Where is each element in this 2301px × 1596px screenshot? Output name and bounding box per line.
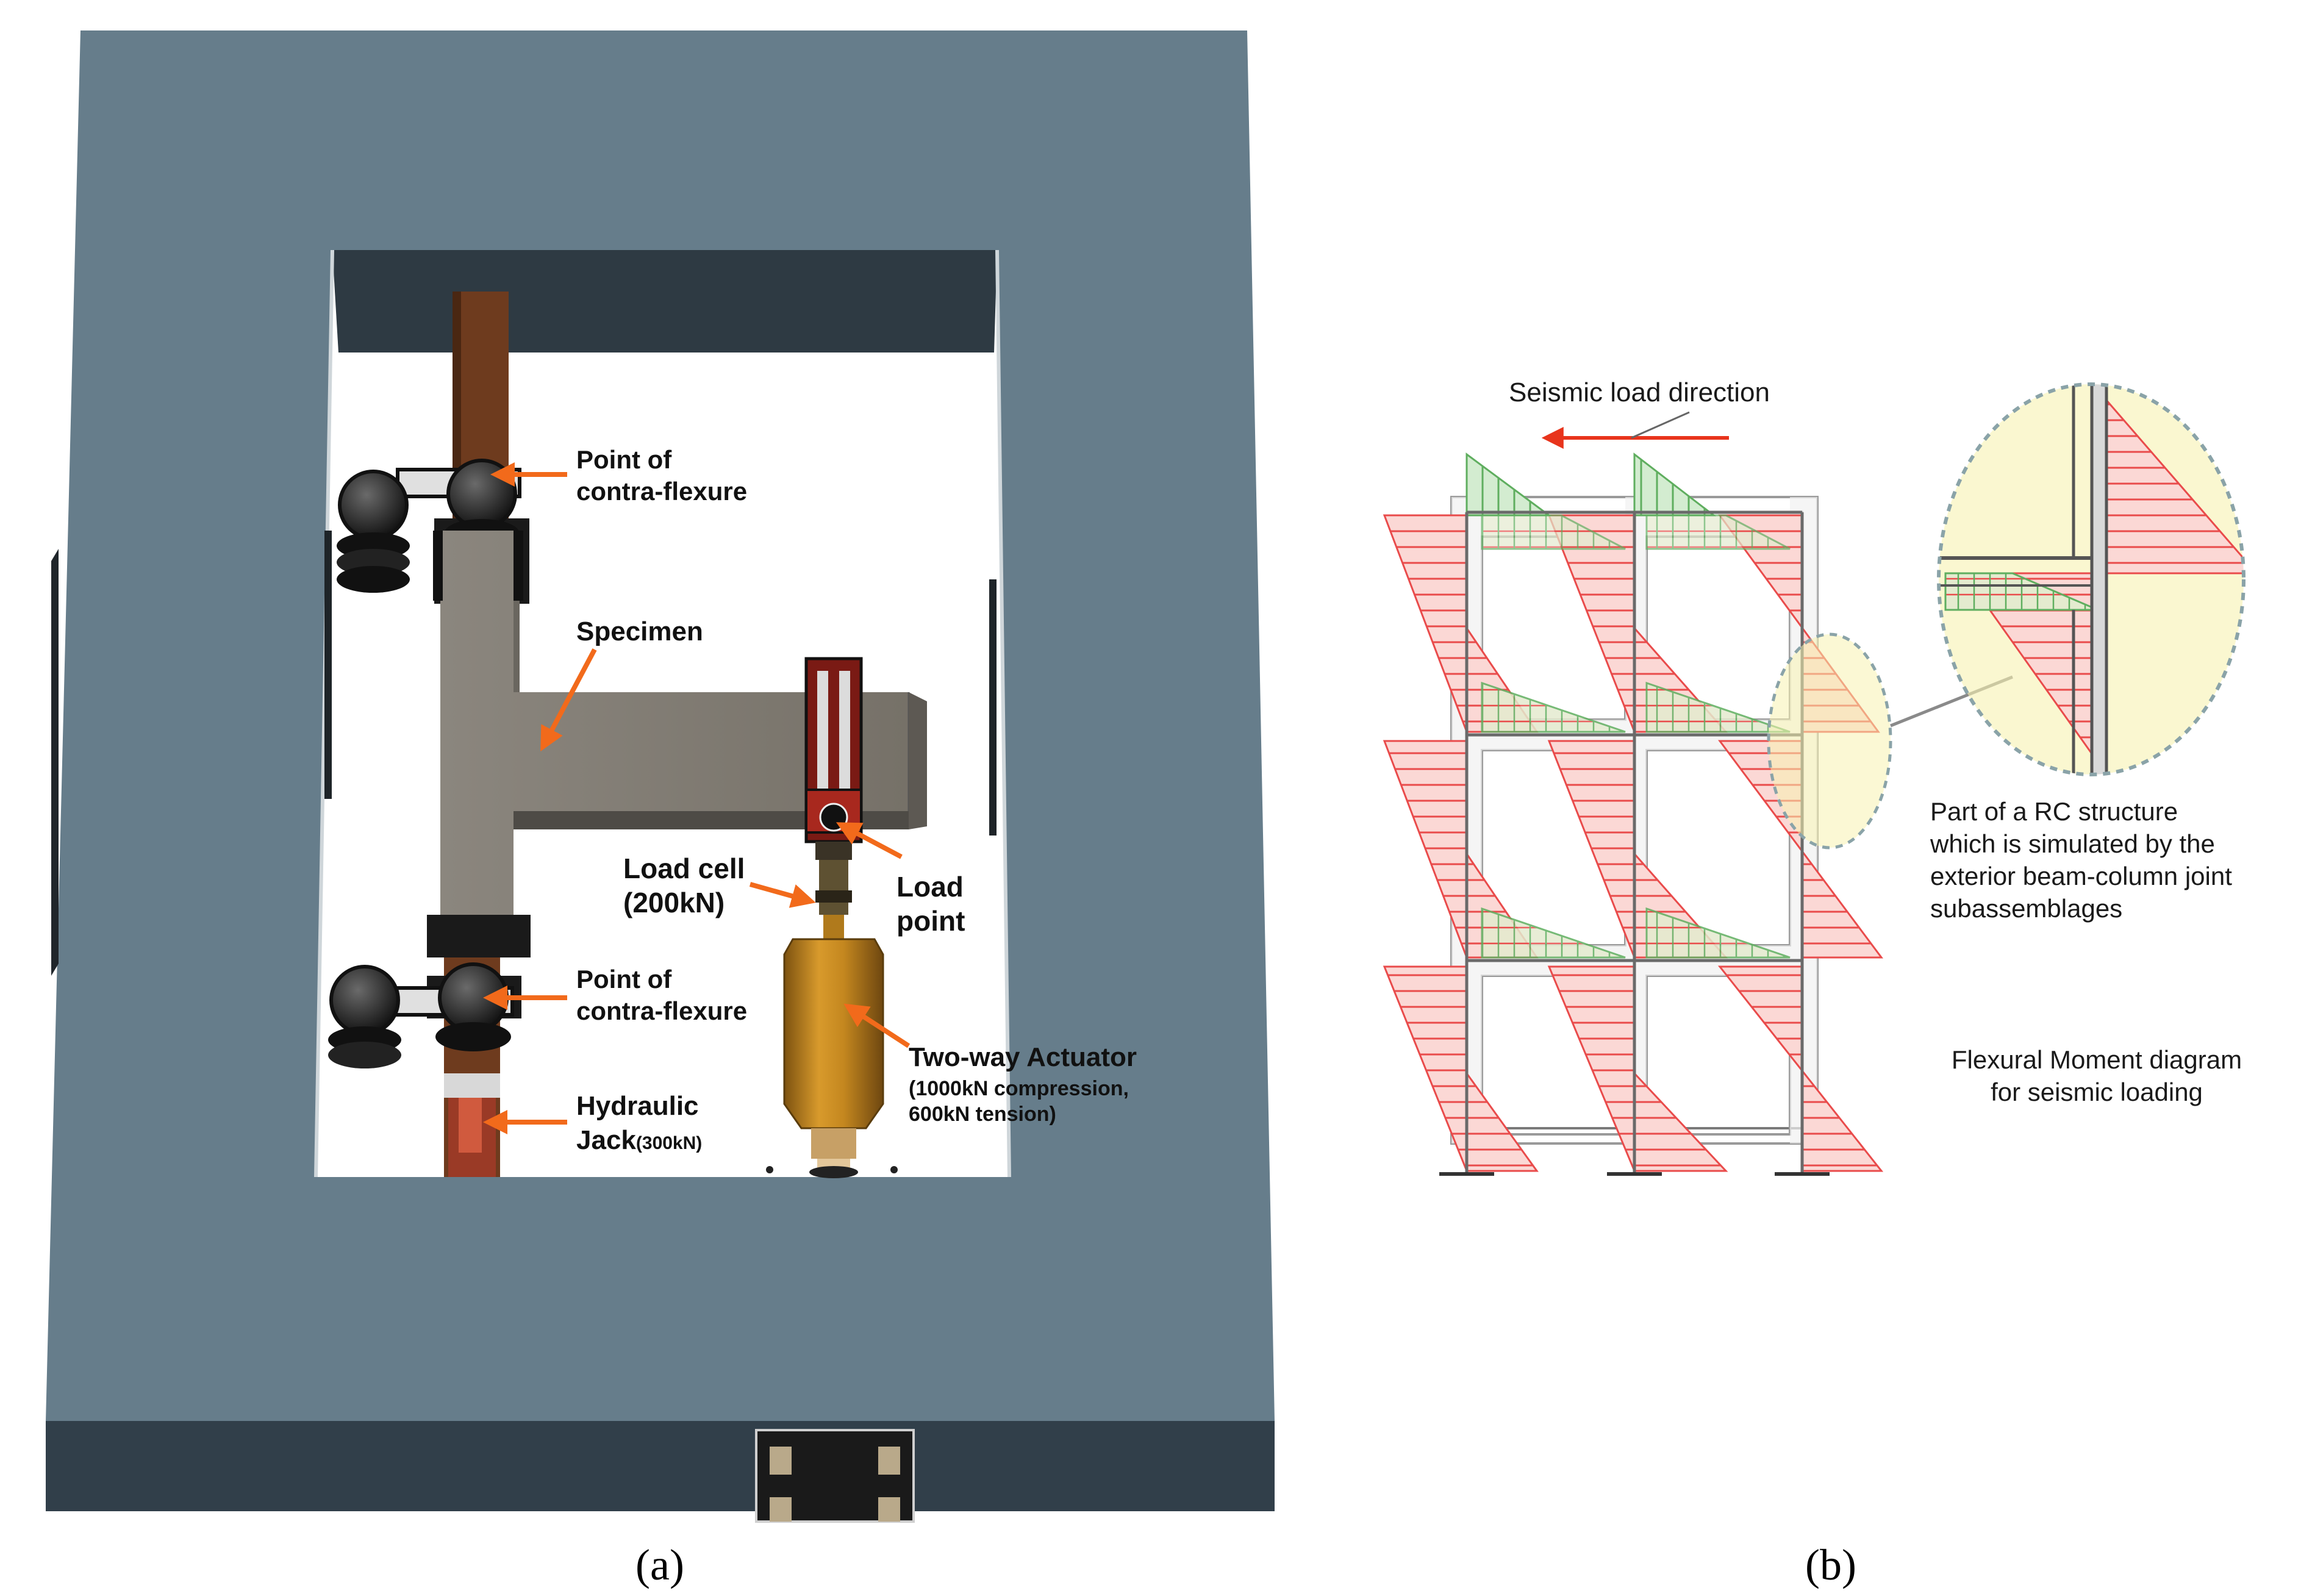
label-actuator-line3: 600kN tension) [909,1103,1056,1126]
label-load-cell-line1: Load cell [623,853,745,884]
label-load-point-line2: point [896,905,965,937]
load-cell [815,842,852,915]
label-jack-line1: Hydraulic [576,1091,699,1121]
rc-note-line4: subassemblages [1930,894,2122,923]
label-contra-bottom-line2: contra-flexure [576,997,747,1025]
label-contra-bottom-line1: Point of [576,965,672,993]
arrow-specimen [540,648,597,752]
bottom-pin-support [328,962,521,1068]
strong-floor-front [46,1421,1275,1511]
joint-zone-highlight [1767,632,1892,850]
seismic-load-label: Seismic load direction [1509,378,1770,407]
label-jack-line2: Jack(300kN) [576,1125,702,1155]
panel-a-test-rig: Point of contra-flexure Specimen Load ce… [46,30,1275,1589]
load-point-frame [804,657,863,843]
label-specimen: Specimen [576,617,703,646]
moment-note-line2: for seismic loading [1991,1078,2203,1106]
beam-moment-diagrams [1465,452,1791,959]
rc-note-line3: exterior beam-column joint [1930,862,2232,890]
panel-b-moment-diagram: Seismic load direction Part of a RC stru… [1383,378,2246,1589]
arrow-load-point [836,822,903,859]
label-load-cell-line2: (200kN) [623,887,725,918]
label-contra-top-line2: contra-flexure [576,477,747,506]
pit-back-wall [332,250,997,352]
rc-note-line2: which is simulated by the [1930,829,2215,858]
front-anchor-block [755,1429,915,1523]
rc-note-line1: Part of a RC structure [1930,797,2178,826]
arrow-actuator [843,1003,911,1048]
label-load-point-line1: Load [896,871,964,903]
label-contra-top-line1: Point of [576,445,672,474]
arrow-load-cell [749,882,816,908]
label-actuator-line1: Two-way Actuator [909,1042,1137,1072]
label-actuator-line2: (1000kN compression, [909,1077,1129,1100]
joint-detail-zoom [1937,382,2246,776]
two-way-actuator [766,915,898,1178]
moment-note-line1: Flexural Moment diagram [1952,1045,2242,1074]
caption-a: (a) [635,1541,684,1589]
floor-side-strip-left [51,549,59,976]
caption-b: (b) [1805,1541,1856,1589]
hydraulic-jack [444,1073,500,1177]
